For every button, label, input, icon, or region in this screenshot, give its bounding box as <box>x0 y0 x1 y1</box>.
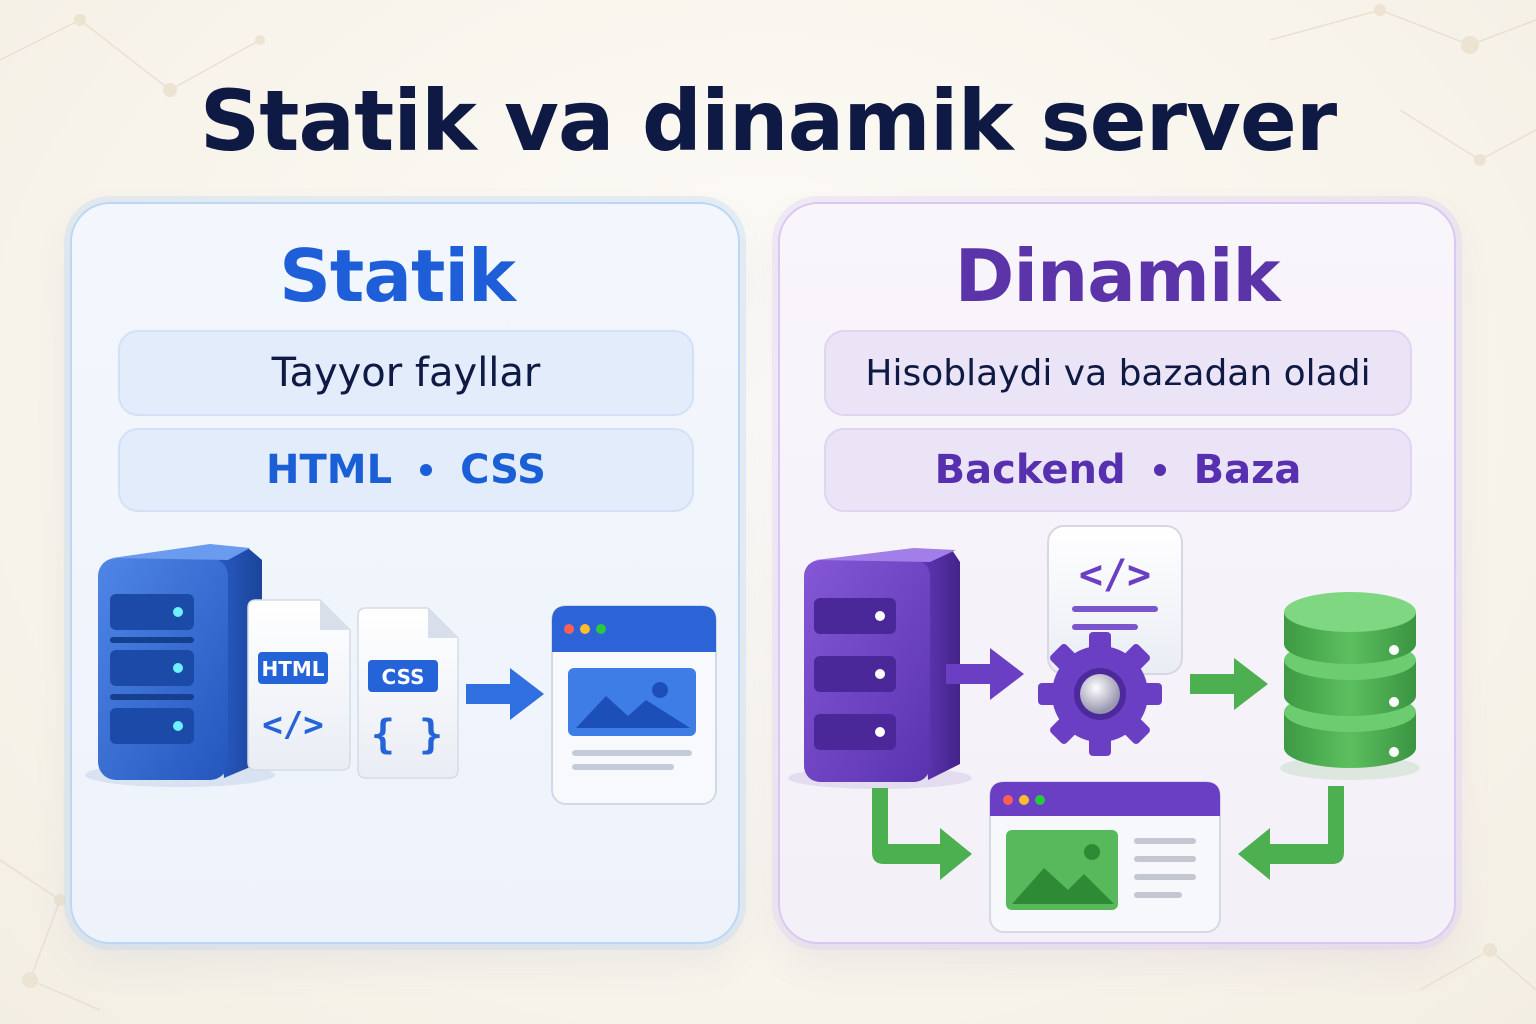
dynamic-description: Hisoblaydi va bazadan oladi <box>865 352 1371 394</box>
purple-server-icon <box>788 548 972 789</box>
html-file-icon: HTML </> <box>247 599 351 771</box>
dynamic-heading: Dinamik <box>954 234 1281 318</box>
css-file-badge: CSS <box>382 665 425 689</box>
main-title: Statik va dinamik server <box>199 72 1337 170</box>
svg-text:</>: </> <box>262 705 323 745</box>
static-description: Tayyor fayllar <box>271 350 541 396</box>
dynamic-tech-backend: Backend <box>934 447 1126 493</box>
gear-icon <box>1038 632 1162 756</box>
static-browser-window-icon <box>551 605 717 805</box>
blue-server-icon <box>85 544 275 787</box>
dynamic-tech-database: Baza <box>1193 447 1302 493</box>
database-icon <box>1280 592 1420 780</box>
server-to-process-arrow-icon <box>946 648 1024 700</box>
separator-dot <box>420 464 433 476</box>
dynamic-tech-pill: Backend Baza <box>824 428 1412 512</box>
static-tech-pill: HTML CSS <box>118 428 694 512</box>
static-description-pill: Tayyor fayllar <box>118 330 694 416</box>
css-file-icon: CSS { } <box>357 607 459 779</box>
separator-dot <box>1153 464 1166 476</box>
static-heading: Statik <box>279 234 516 318</box>
server-to-browser-arrow-icon <box>872 788 972 880</box>
database-to-browser-arrow-icon <box>1238 786 1344 880</box>
code-card-icon: </> <box>1047 525 1183 675</box>
static-tech-css: CSS <box>460 447 546 493</box>
svg-text:{ }: { } <box>371 712 443 758</box>
dynamic-description-pill: Hisoblaydi va bazadan oladi <box>824 330 1412 416</box>
static-arrow-icon <box>466 668 544 720</box>
static-tech-html: HTML <box>266 447 393 493</box>
html-file-badge: HTML <box>261 657 324 681</box>
process-to-database-arrow-icon <box>1190 658 1268 710</box>
svg-text:</>: </> <box>1079 552 1151 598</box>
dynamic-browser-window-icon <box>989 781 1221 933</box>
